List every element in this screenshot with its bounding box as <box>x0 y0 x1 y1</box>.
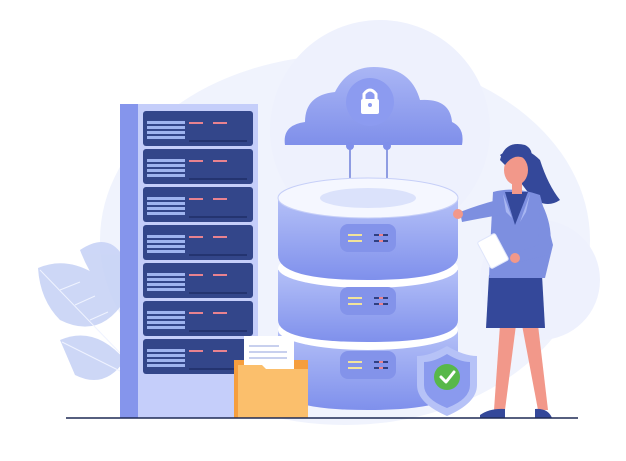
server-unit <box>143 339 253 374</box>
db-panel <box>340 224 396 252</box>
db-panel <box>340 287 396 315</box>
server-rack <box>120 104 258 418</box>
server-unit <box>143 149 253 184</box>
server-unit <box>143 301 253 336</box>
server-unit <box>143 225 253 260</box>
server-unit <box>143 263 253 298</box>
server-units <box>143 111 253 374</box>
lock-icon <box>361 88 379 114</box>
shield <box>417 346 477 416</box>
tablet-icon <box>477 233 509 269</box>
db-panel <box>340 351 396 379</box>
checkmark-icon <box>434 364 460 390</box>
person-woman <box>453 144 560 418</box>
leaf-icon <box>38 242 125 380</box>
database <box>277 177 459 410</box>
cloud <box>284 67 463 205</box>
server-unit <box>143 111 253 146</box>
folder-icon <box>234 336 308 418</box>
server-unit <box>143 187 253 222</box>
